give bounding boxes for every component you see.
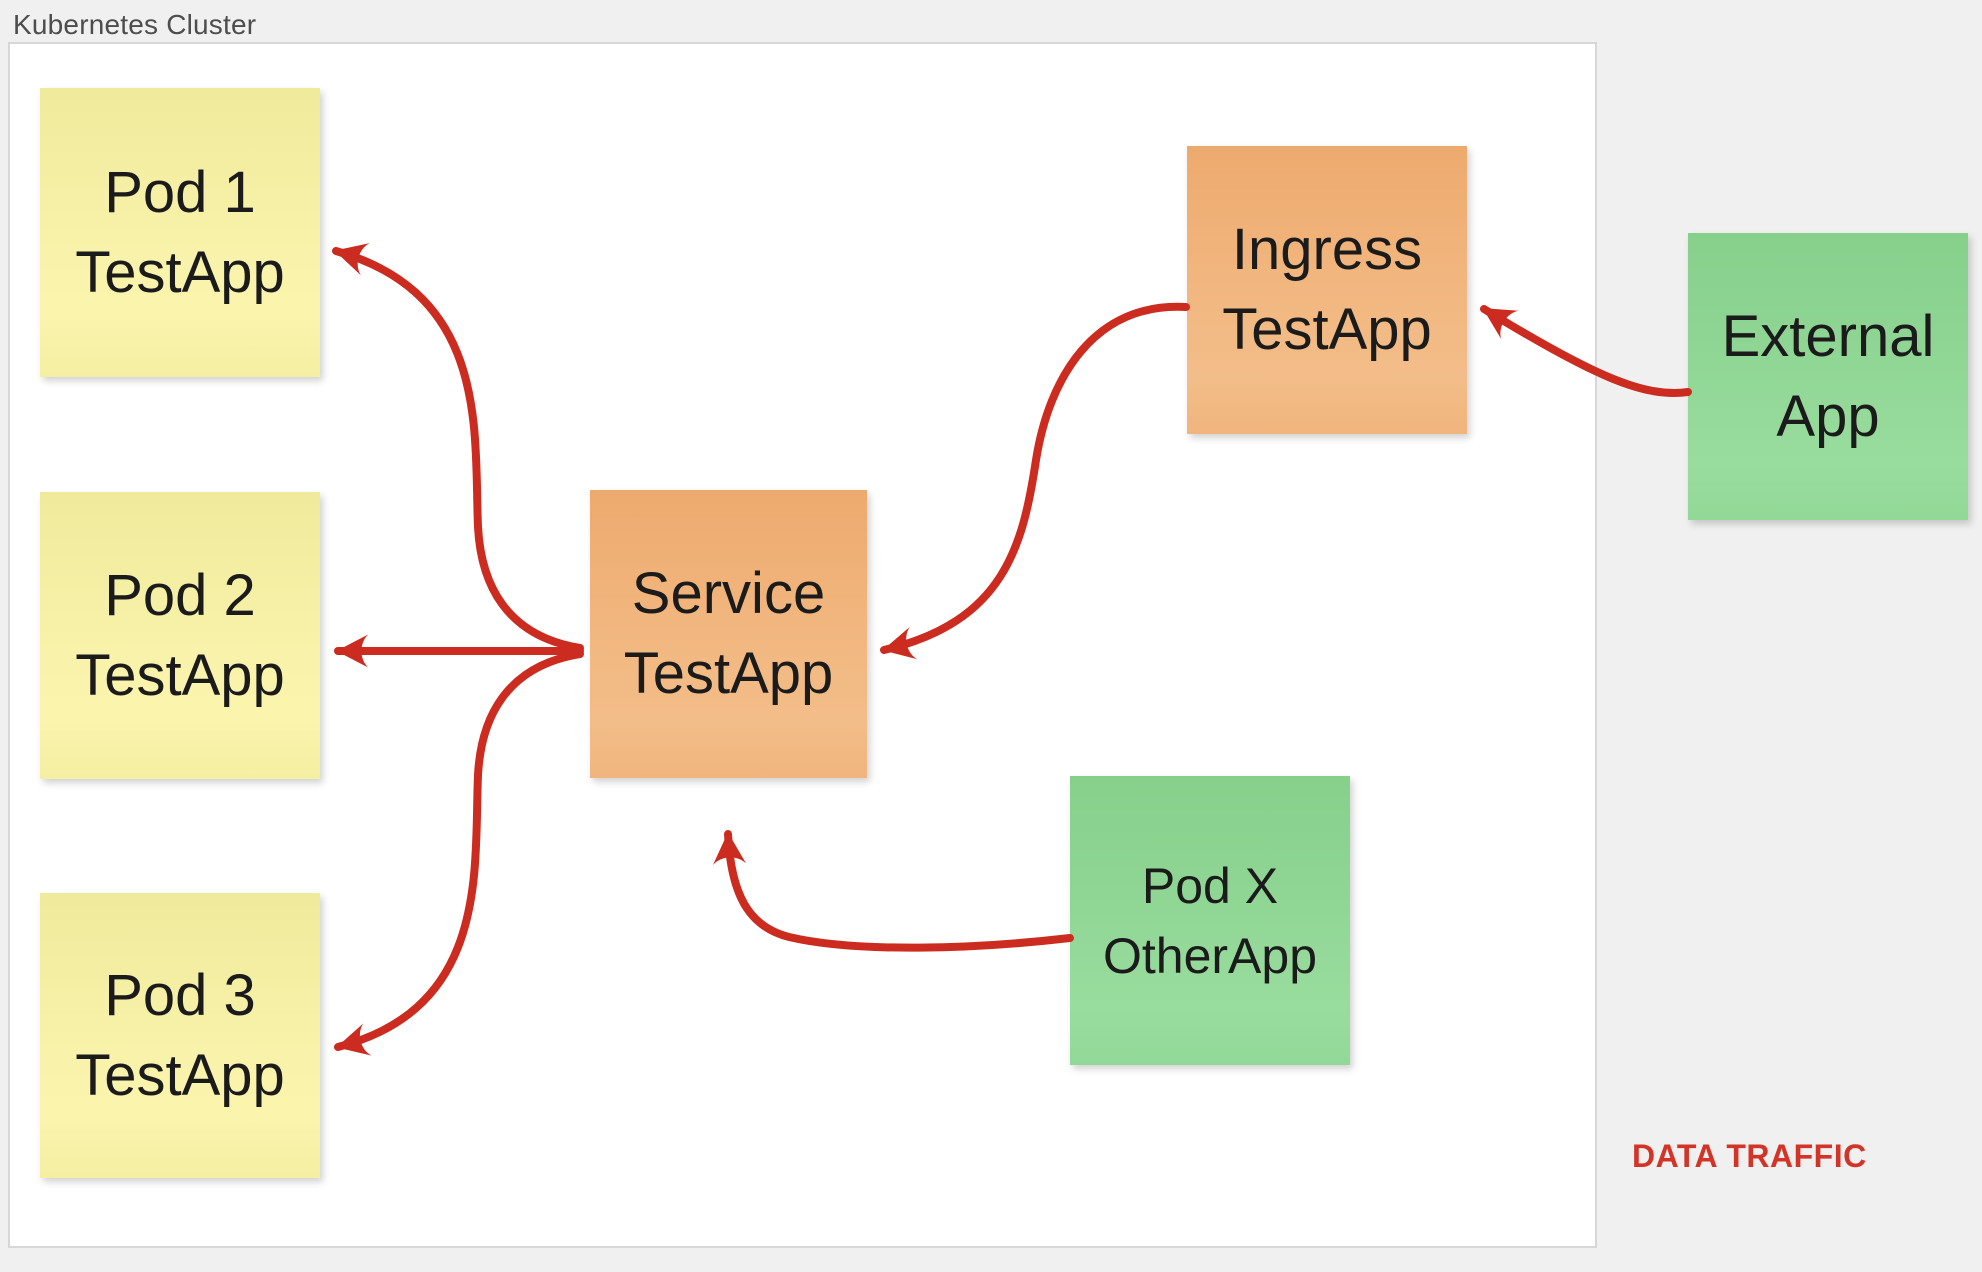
- node-pod3-label-line2: TestApp: [75, 1042, 285, 1108]
- node-external-label-line2: App: [1776, 383, 1880, 449]
- node-pod3-label-line1: Pod 3: [104, 962, 256, 1028]
- node-pod1: Pod 1 TestApp: [40, 88, 320, 377]
- node-podx-label-line1: Pod X: [1141, 857, 1279, 914]
- data-traffic-legend: DATA TRAFFIC: [1632, 1138, 1867, 1174]
- node-pod2-label-line1: Pod 2: [104, 562, 256, 628]
- node-pod1-label-line1: Pod 1: [104, 159, 256, 225]
- node-pod2-label-line2: TestApp: [75, 642, 285, 708]
- node-pod1-label-line2: TestApp: [75, 239, 285, 305]
- node-ingress-label-line1: Ingress: [1231, 217, 1423, 282]
- node-ingress: Ingress TestApp: [1187, 146, 1467, 434]
- node-external: External App: [1688, 233, 1968, 520]
- cluster-title: Kubernetes Cluster: [13, 9, 257, 40]
- node-ingress-label-line2: TestApp: [1222, 297, 1432, 362]
- node-service-label-line2: TestApp: [623, 641, 834, 706]
- node-podx-label-line2: OtherApp: [1102, 927, 1317, 984]
- node-service: Service TestApp: [590, 490, 867, 778]
- node-service-label-line1: Service: [631, 561, 826, 626]
- node-pod2: Pod 2 TestApp: [40, 492, 320, 779]
- node-pod3: Pod 3 TestApp: [40, 893, 320, 1178]
- node-podx: Pod X OtherApp: [1070, 776, 1350, 1065]
- node-external-label-line1: External: [1721, 303, 1935, 369]
